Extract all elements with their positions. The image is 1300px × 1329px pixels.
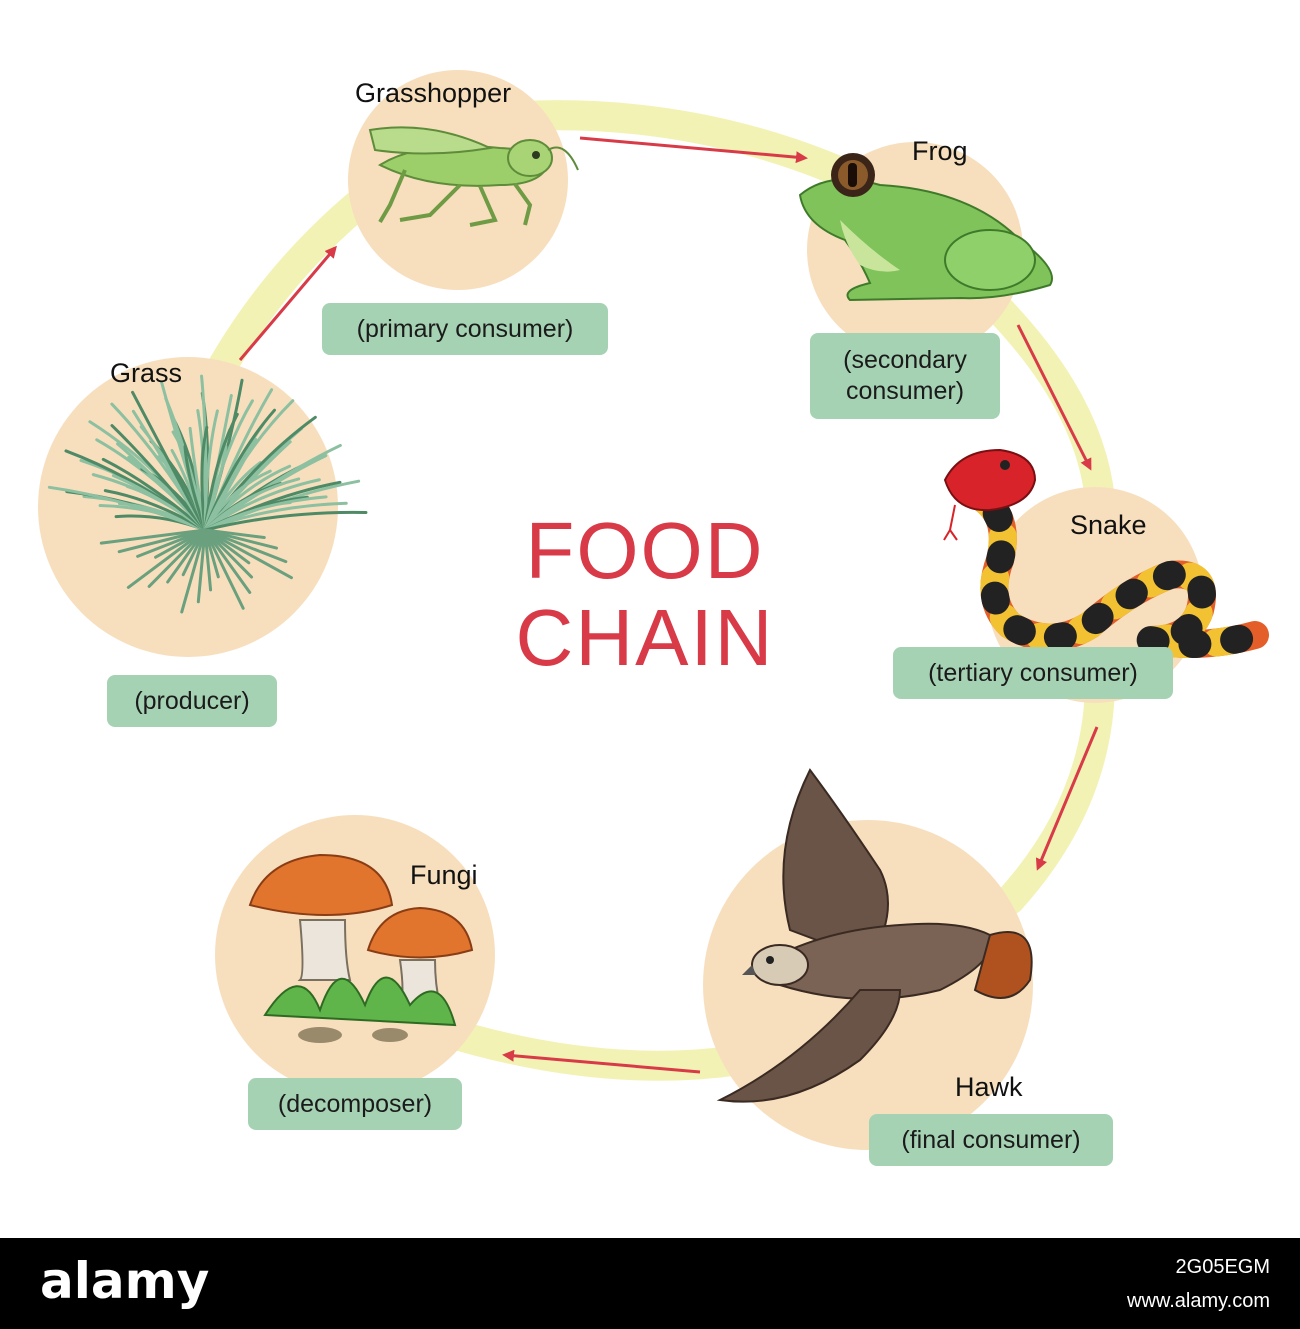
mushroom-icon [248,853,474,1043]
role-badge-tertiary-consumer: (tertiary consumer) [893,647,1173,699]
role-badge-producer: (producer) [107,675,277,727]
arrow-hawk-to-fungi [502,1049,701,1074]
food-chain-diagram: Grass Grasshopper Frog Snake Hawk Fungi … [38,70,1269,1166]
grass-icon [47,374,368,614]
snake-icon [943,448,1269,658]
organism-label-snake: Snake [1070,510,1147,540]
diagram-title-line-2: CHAIN [515,593,775,682]
watermark-logo: alamy [40,1252,210,1310]
image-code: 2G05EGM [1175,1256,1270,1278]
organism-label-frog: Frog [912,136,968,166]
role-badge-final-consumer: (final consumer) [869,1114,1113,1166]
arrow-grasshopper-to-frog [579,136,808,164]
organism-label-grasshopper: Grasshopper [355,78,512,108]
arrow-snake-to-hawk [1035,726,1099,871]
grasshopper-icon [368,126,579,227]
role-badge-primary-consumer: (primary consumer) [322,303,608,355]
watermark-footer: alamy 2G05EGM www.alamy.com [0,1238,1300,1329]
arrow-frog-to-snake [1016,324,1092,471]
arrow-grass-to-grasshopper [238,245,337,361]
watermark-url: www.alamy.com [1127,1290,1270,1312]
role-badge-secondary-consumer: (secondary consumer) [810,333,1000,419]
organism-label-fungi: Fungi [410,860,478,890]
frog-icon [798,153,1053,302]
organism-label-grass: Grass [110,358,183,388]
role-badge-decomposer: (decomposer) [248,1078,462,1130]
organism-label-hawk: Hawk [955,1072,1023,1102]
diagram-title-line-1: FOOD [525,506,765,595]
hawk-icon [716,768,1033,1103]
